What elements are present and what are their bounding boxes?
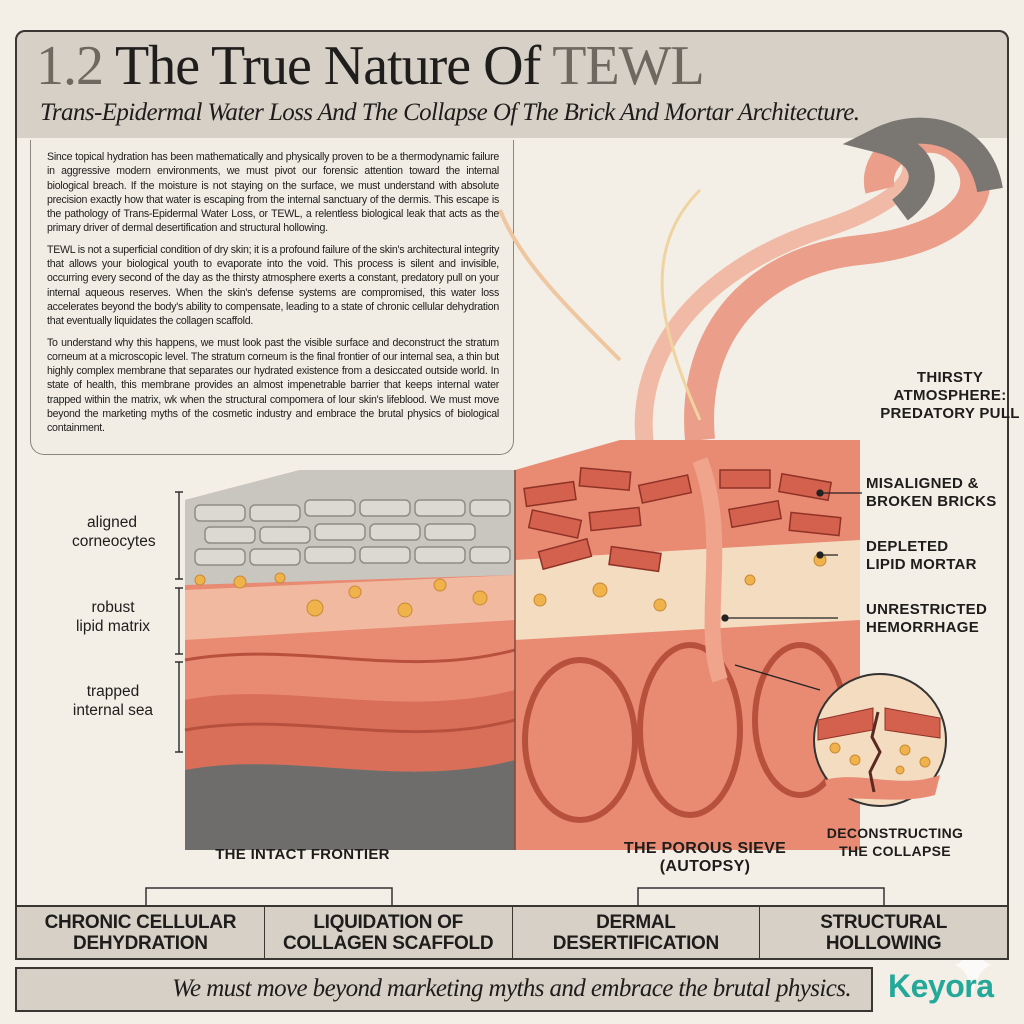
- title-accent: TEWL: [552, 35, 704, 97]
- damaged-skin-block: [515, 440, 860, 850]
- paragraph: Since topical hydration has been mathema…: [47, 151, 499, 235]
- magnifier-inset: [813, 673, 947, 807]
- label-pointers: [721, 489, 862, 691]
- label-aligned-corneocytes: aligned corneocytes: [72, 514, 156, 550]
- paragraph: To understand why this happens, we must …: [47, 336, 499, 435]
- label-deconstructing-collapse: DECONSTRUCTING THE COLLAPSE: [826, 825, 964, 859]
- outcome-connectors: [145, 887, 885, 905]
- outcome-dermal-desertification: DERMAL DESERTIFICATION: [513, 907, 761, 958]
- label-unrestricted-hemorrhage: UNRESTRICTED HEMORRHAGE: [866, 601, 988, 636]
- outcomes-bar: CHRONIC CELLULAR DEHYDRATION LIQUIDATION…: [15, 905, 1009, 960]
- caption-intact-frontier: THE INTACT FRONTIER: [215, 846, 390, 863]
- sparkle-icon: [955, 935, 991, 995]
- title-number: 1.2: [36, 35, 104, 97]
- outcome-structural-hollowing: STRUCTURAL HOLLOWING: [820, 911, 948, 954]
- closing-quote: We must move beyond marketing myths and …: [15, 967, 873, 1012]
- label-robust-lipid-matrix: robust lipid matrix: [75, 599, 151, 635]
- label-depleted-mortar: DEPLETED LIPID MORTAR: [866, 538, 977, 573]
- page-subtitle: Trans-Epidermal Water Loss And The Colla…: [40, 99, 860, 126]
- outcome-collagen-liquidation: LIQUIDATION OF COLLAGEN SCAFFOLD: [265, 907, 513, 958]
- body-text-box: Since topical hydration has been mathema…: [30, 140, 514, 455]
- title-main: The True Nature Of: [115, 35, 541, 97]
- paragraph: TEWL is not a superficial condition of d…: [47, 243, 499, 328]
- caption-porous-sieve: THE POROUS SIEVE (AUTOPSY): [623, 840, 787, 875]
- left-brackets: [175, 491, 183, 753]
- header-panel: [15, 30, 1009, 138]
- page-title: 1.2 The True Nature Of TEWL: [36, 34, 705, 98]
- label-trapped-internal-sea: trapped internal sea: [72, 683, 154, 719]
- label-broken-bricks: MISALIGNED & BROKEN BRICKS: [866, 475, 997, 510]
- evaporation-swirl: [498, 117, 1003, 473]
- brand-logo: Keyora: [888, 968, 994, 1004]
- intact-skin-block: [184, 470, 516, 850]
- outcome-chronic-dehydration: CHRONIC CELLULAR DEHYDRATION: [17, 907, 265, 958]
- label-thirsty-atmosphere: THIRSTY ATMOSPHERE: PREDATORY PULL: [880, 369, 1020, 422]
